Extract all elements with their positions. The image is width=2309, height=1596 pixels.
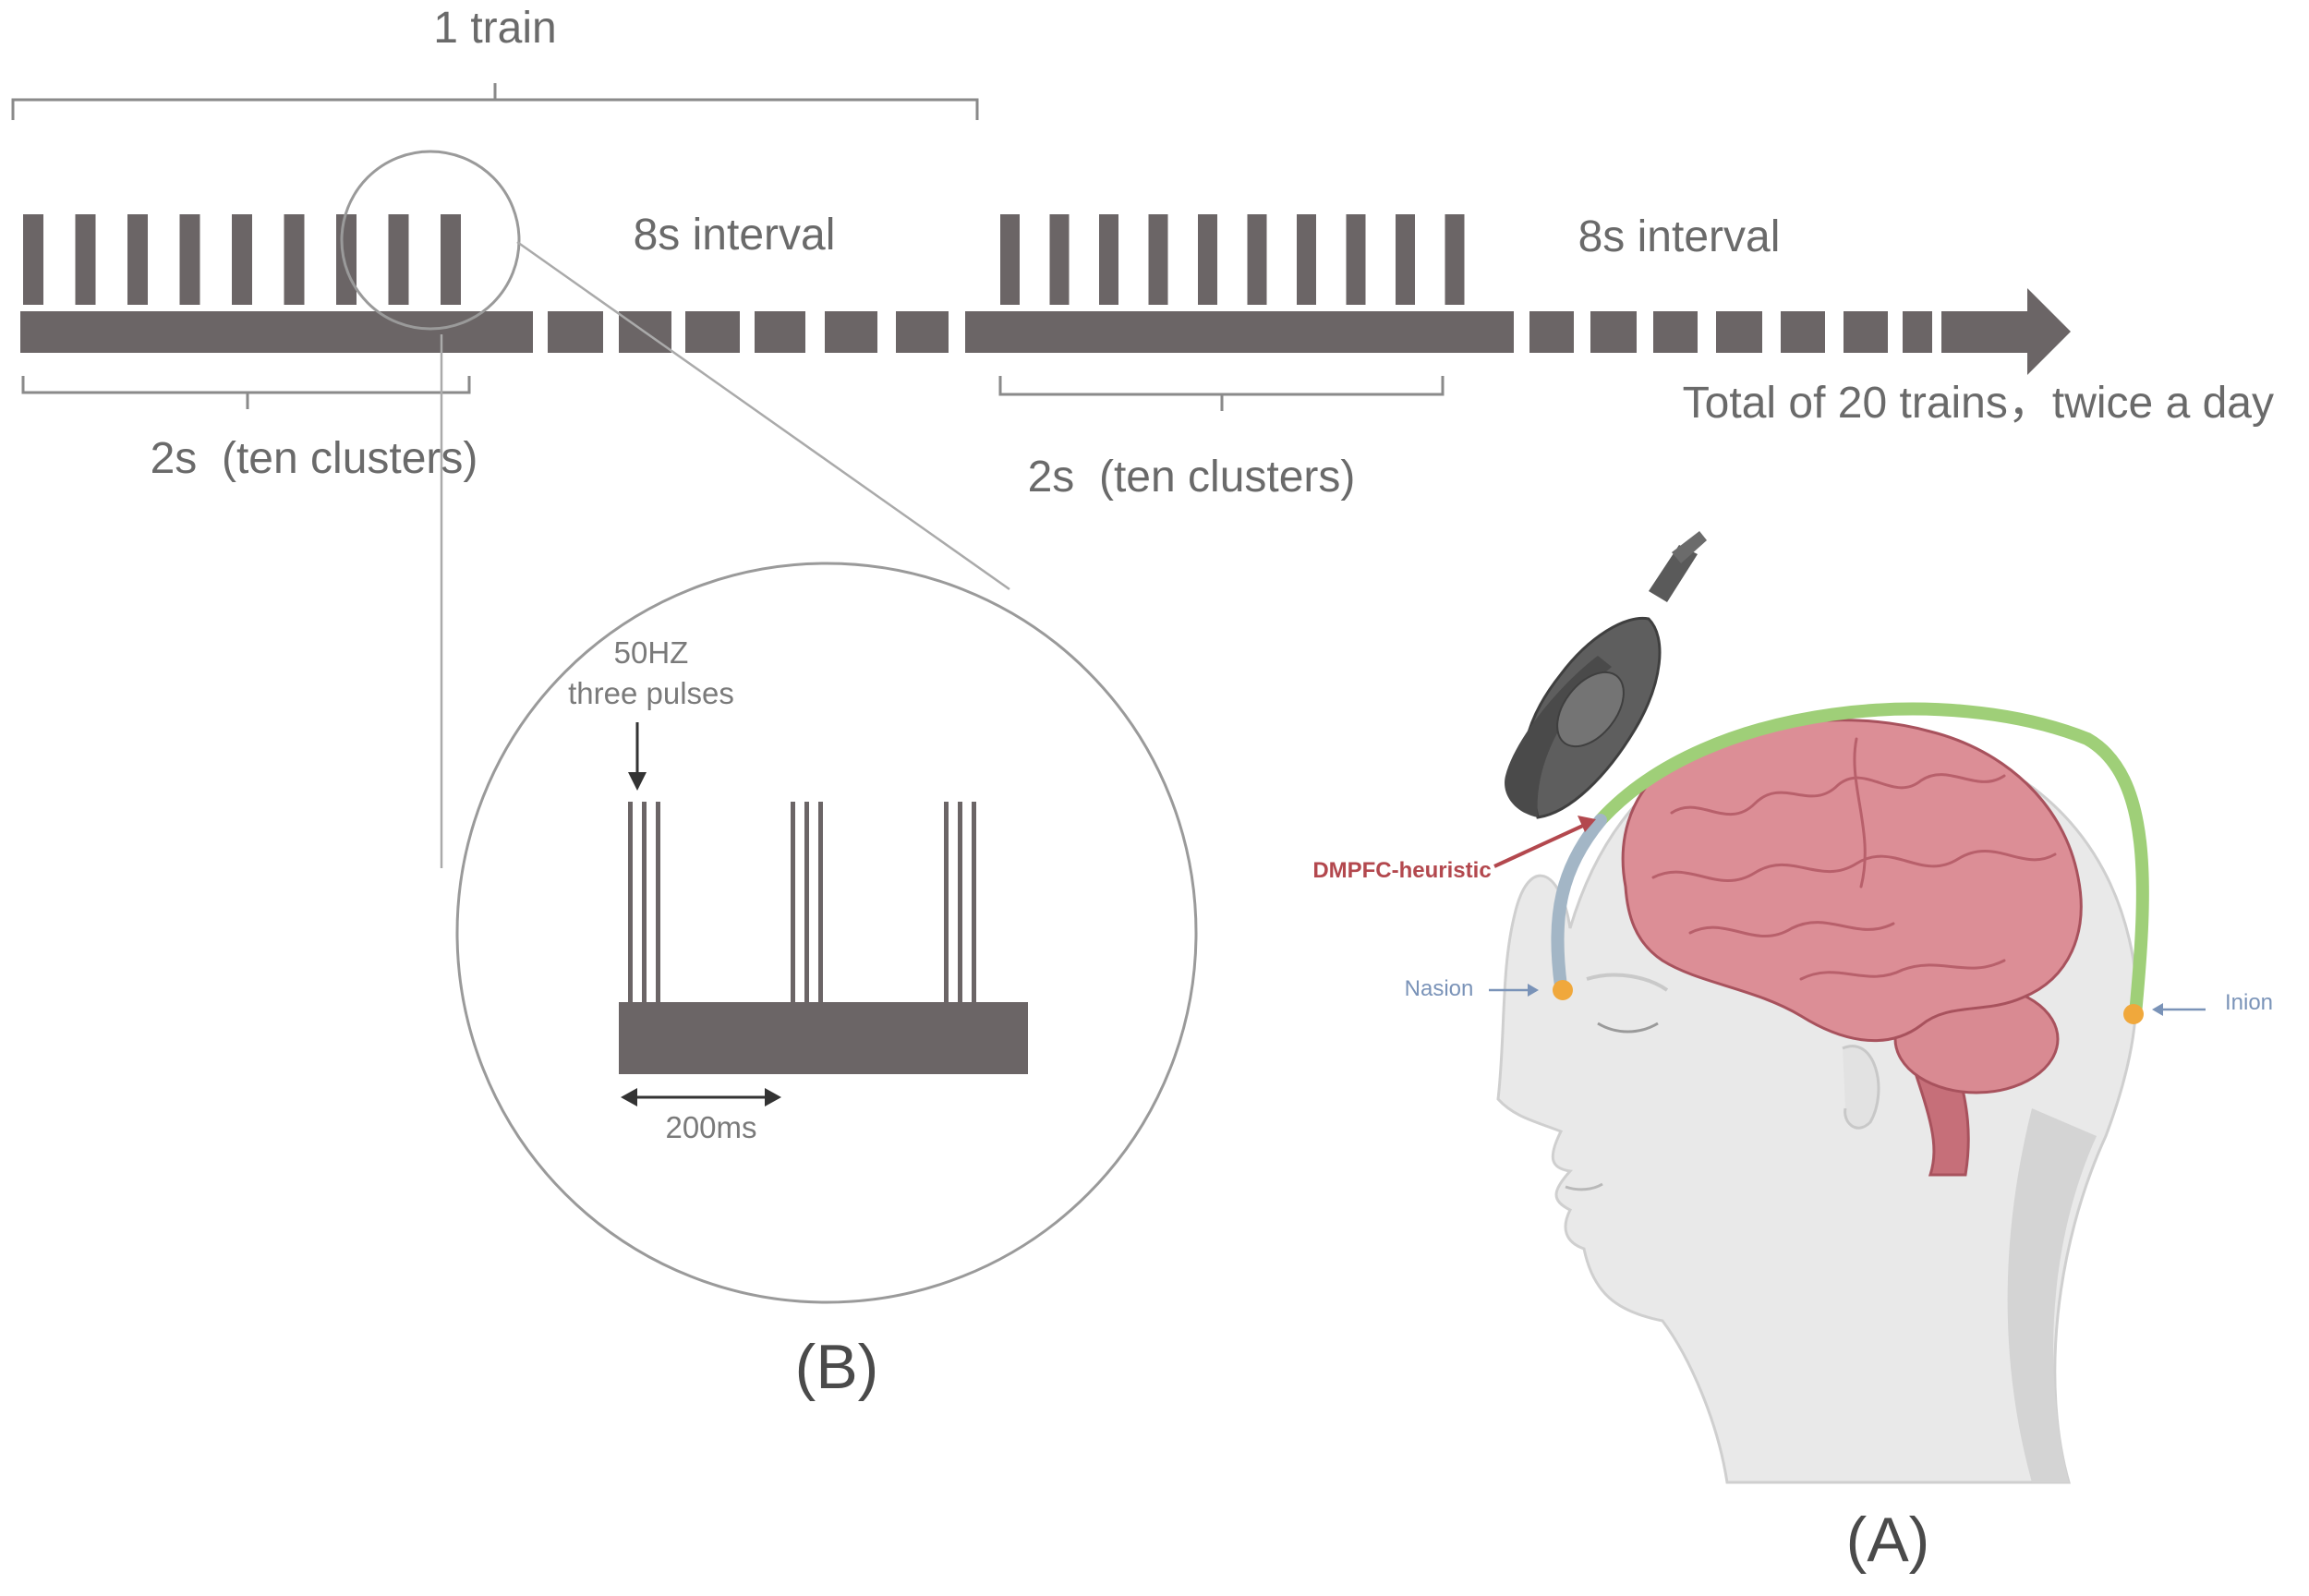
interval-label-2: 8s interval — [1578, 212, 1781, 261]
head-diagram: Nasion Inion DMPFC-heuristic (A) — [1312, 531, 2273, 1575]
cluster-bar — [75, 214, 96, 305]
interval-dash — [1475, 311, 1514, 353]
neck-shade — [2007, 1108, 2097, 1482]
cluster-label-1: 2s (ten clusters) — [151, 434, 478, 483]
train-brace — [11, 83, 979, 120]
duration-label: 200ms — [665, 1110, 756, 1144]
cluster-bars-train-1 — [23, 214, 461, 305]
cluster-bar — [1049, 214, 1070, 305]
cluster-bar — [441, 214, 461, 305]
interval-dash — [685, 311, 740, 353]
interval-dash — [1903, 311, 1932, 353]
forehead-arc-blue — [1551, 814, 1607, 993]
cluster-bar — [179, 214, 200, 305]
pulse-count-label: three pulses — [568, 676, 734, 710]
panel-label-b: (B) — [795, 1332, 879, 1402]
cluster-bar — [232, 214, 252, 305]
nasion-label: Nasion — [1405, 976, 1474, 1001]
ear — [1842, 1045, 1880, 1130]
interval-dash — [1716, 311, 1762, 353]
cluster-bar — [284, 214, 305, 305]
cluster-bars-train-2 — [1000, 214, 1465, 305]
pulse-line — [944, 802, 949, 1003]
pulse-bursts — [628, 802, 976, 1003]
down-arrow-icon — [628, 722, 647, 791]
closed-eye — [1597, 1022, 1659, 1034]
cluster-label-2: 2s (ten clusters) — [1028, 453, 1356, 502]
cluster-bar — [1297, 214, 1316, 305]
double-arrow-icon — [621, 1088, 781, 1106]
timeline: 1 train 8s interval 8s interval 2s (ten … — [11, 4, 2274, 502]
pulse-line — [958, 802, 962, 1003]
interval-dash — [1781, 311, 1825, 353]
cluster-brace-2 — [998, 376, 1445, 411]
pulse-line — [818, 802, 823, 1003]
interval-dash — [755, 311, 805, 353]
cluster-bar — [1148, 214, 1168, 305]
cluster-bar — [388, 214, 409, 305]
cluster-bar — [127, 214, 148, 305]
interval-dash — [548, 311, 603, 353]
panel-label-a: (A) — [1846, 1505, 1930, 1575]
scalp-arc-green — [1594, 702, 2149, 1021]
cluster-bar — [1445, 214, 1465, 305]
target-arrow-icon — [1493, 816, 1596, 868]
inion-arrow-icon — [2152, 1003, 2206, 1016]
nasion-arrow-icon — [1489, 984, 1539, 997]
eyebrow — [1586, 973, 1669, 992]
inion-point — [2123, 1004, 2144, 1024]
interval-dash — [825, 311, 877, 353]
pulse-line — [656, 802, 660, 1003]
pulse-line — [804, 802, 809, 1003]
interval-dashes-1 — [548, 311, 949, 353]
train-label: 1 train — [433, 4, 556, 53]
cluster-bar — [1247, 214, 1267, 305]
cluster-bar — [1396, 214, 1415, 305]
cluster-bar — [336, 214, 357, 305]
interval-dash — [1844, 311, 1888, 353]
zoom-connectors — [440, 240, 1010, 868]
pulse-line — [628, 802, 633, 1003]
inset-detail: 50HZ three pulses 200ms (B) — [455, 562, 1198, 1402]
inset-circle — [455, 562, 1198, 1304]
cluster-bar — [23, 214, 43, 305]
magnifier-circle — [340, 150, 521, 331]
inion-label: Inion — [2225, 990, 2273, 1015]
dmpfc-target-label: DMPFC-heuristic — [1312, 858, 1491, 883]
interval-dash — [1529, 311, 1574, 353]
cluster-bar — [1000, 214, 1020, 305]
cluster-bar — [1099, 214, 1118, 305]
train-1-baseline — [20, 311, 533, 353]
brain-folds — [1651, 737, 2057, 981]
interval-dashes-2 — [1475, 311, 1932, 353]
interval-dash — [1590, 311, 1637, 353]
train-2-baseline — [965, 311, 1475, 353]
frequency-label: 50HZ — [614, 635, 689, 670]
cluster-bar — [1346, 214, 1366, 305]
burst-baseline — [619, 1002, 1028, 1074]
interval-dash — [896, 311, 949, 353]
pulse-line — [642, 802, 647, 1003]
right-arrow-icon — [1941, 288, 2071, 375]
nasion-point — [1553, 980, 1573, 1000]
interval-label-1: 8s interval — [634, 211, 836, 260]
pulse-line — [972, 802, 976, 1003]
lip-line — [1565, 1182, 1603, 1191]
cluster-brace-1 — [21, 376, 471, 409]
tms-coil-icon — [1505, 531, 1707, 819]
total-trains-label: Total of 20 trains，twice a day — [1683, 379, 2274, 428]
interval-dash — [1653, 311, 1698, 353]
brain — [1621, 719, 2083, 1177]
cluster-bar — [1198, 214, 1217, 305]
pulse-line — [791, 802, 795, 1003]
